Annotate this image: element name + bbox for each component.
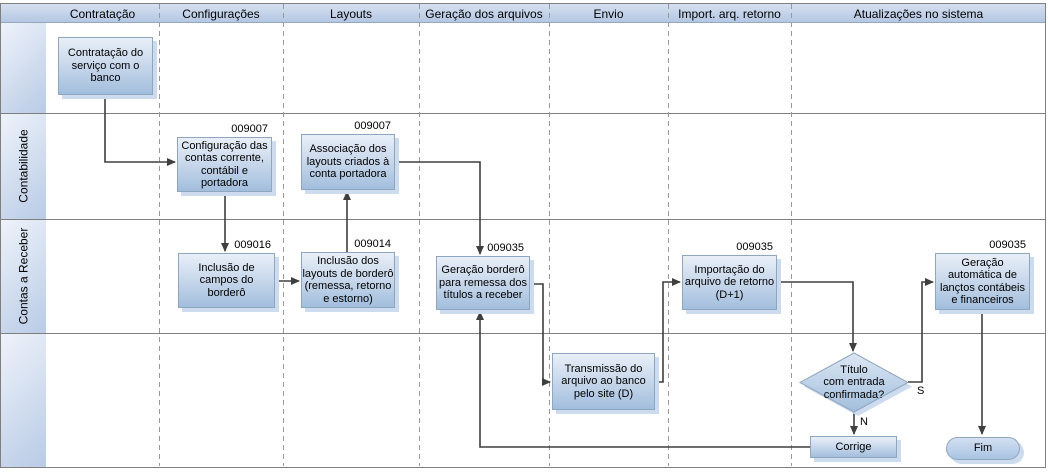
process-label: Geração borderô para remessa dos títulos… [438,264,528,302]
column-header-label: Import. arq. retorno [678,6,781,21]
column-header-import-retorno: Import. arq. retorno [668,4,791,23]
column-header-label: Atualizações no sistema [853,6,984,21]
column-header-label: Contratação [69,6,136,21]
process-geracao-lanctos: Geração automática de lançtos contábeis … [935,253,1030,310]
process-transmissao-arquivo: Transmissão do arquivo ao banco pelo sit… [552,353,655,410]
process-code: 009016 [234,239,271,251]
column-header-atualizacoes: Atualizações no sistema [791,4,1046,23]
column-separator [283,4,284,466]
decision-titulo-confirmado: Título com entrada confirmada? [800,353,908,412]
process-associacao-layouts: Associação dos layouts criados à conta p… [301,134,395,190]
lane-cell-contabilidade: Contabilidade [1,113,46,219]
column-separator [668,4,669,466]
process-label: Geração automática de lançtos contábeis … [940,256,1025,307]
column-separator [419,4,420,466]
column-header-band [1,4,1045,23]
column-header-label: Layouts [329,6,373,21]
process-label: Importação do arquivo de retorno (D+1) [684,263,775,301]
decision-label: Título com entrada confirmada? [823,363,885,401]
column-header-envio: Envio [549,4,668,23]
lane-label: Contabilidade [16,129,31,203]
column-header-configuracoes: Configurações [159,4,283,23]
process-label: Configuração das contas corrente, contáb… [181,139,268,190]
process-corrige: Corrige [810,436,897,458]
process-label: Inclusão dos layouts de borderô (remessa… [302,255,394,305]
lane-cell-bottom [1,333,46,467]
column-header-layouts: Layouts [283,4,419,23]
column-separator [549,4,550,466]
lane-divider [1,333,1045,334]
process-inclusao-campos: Inclusão de campos do borderô [178,253,275,308]
process-code: 009007 [231,123,268,135]
process-code: 009035 [989,239,1026,251]
process-geracao-bordero: Geração borderô para remessa dos títulos… [436,256,530,310]
process-code: 009007 [354,120,391,132]
process-code: 009035 [487,242,524,254]
branch-label-yes: S [917,385,925,397]
lane-divider [1,219,1045,220]
process-label: Corrige [835,440,872,453]
branch-label-no: N [860,416,868,428]
process-code: 009014 [354,238,391,250]
lane-divider [1,113,1045,114]
process-label: Inclusão de campos do borderô [198,261,255,299]
process-contratacao-servico: Contratação do serviço com o banco [58,37,153,95]
terminator-label: Fim [973,442,993,455]
column-header-geracao-arquivos: Geração dos arquivos [419,4,549,23]
column-separator [791,4,792,466]
terminator-fim: Fim [946,437,1020,460]
column-header-label: Geração dos arquivos [425,6,543,21]
lane-label: Contas a Receber [16,227,31,325]
process-importacao-retorno: Importação do arquivo de retorno (D+1) [682,255,777,310]
column-header-contratacao: Contratação [46,4,159,23]
lane-cell-contas-a-receber: Contas a Receber [1,219,46,333]
process-configuracao-contas: Configuração das contas corrente, contáb… [177,137,272,192]
column-separator [159,4,160,466]
process-code: 009035 [736,241,773,253]
diagram-border [0,3,1046,468]
column-header-label: Configurações [182,6,260,21]
process-label: Associação dos layouts criados à conta p… [306,143,390,181]
lane-cell-top [1,23,46,113]
process-label: Transmissão do arquivo ao banco pelo sit… [561,362,646,400]
column-header-label: Envio [593,6,624,21]
process-label: Contratação do serviço com o banco [67,47,144,85]
process-inclusao-layouts: Inclusão dos layouts de borderô (remessa… [301,252,395,308]
